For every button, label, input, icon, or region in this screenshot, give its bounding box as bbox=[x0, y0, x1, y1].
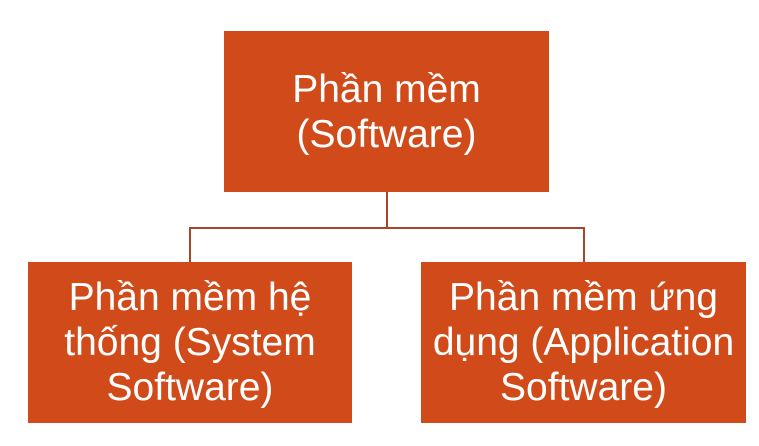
node-software: Phần mềm (Software) bbox=[224, 31, 549, 192]
node-label-line: Phần mềm hệ bbox=[68, 276, 312, 319]
connector-right-drop bbox=[583, 227, 585, 262]
node-label-line: thống (System bbox=[64, 321, 316, 364]
node-label-line: Phần mềm bbox=[292, 67, 481, 111]
node-label-line: Software) bbox=[106, 366, 274, 409]
connector-left-drop bbox=[189, 227, 191, 262]
node-label-line: Phần mềm ứng bbox=[449, 276, 718, 319]
node-label-line: dụng (Application bbox=[432, 321, 735, 364]
node-application-software: Phần mềm ứng dụng (Application Software) bbox=[421, 262, 746, 423]
connector-root-stem bbox=[386, 192, 388, 229]
connector-horizontal bbox=[189, 227, 585, 229]
node-label-line: Software) bbox=[500, 366, 667, 409]
node-label-line: (Software) bbox=[296, 112, 477, 156]
node-system-software: Phần mềm hệ thống (System Software) bbox=[28, 262, 352, 423]
